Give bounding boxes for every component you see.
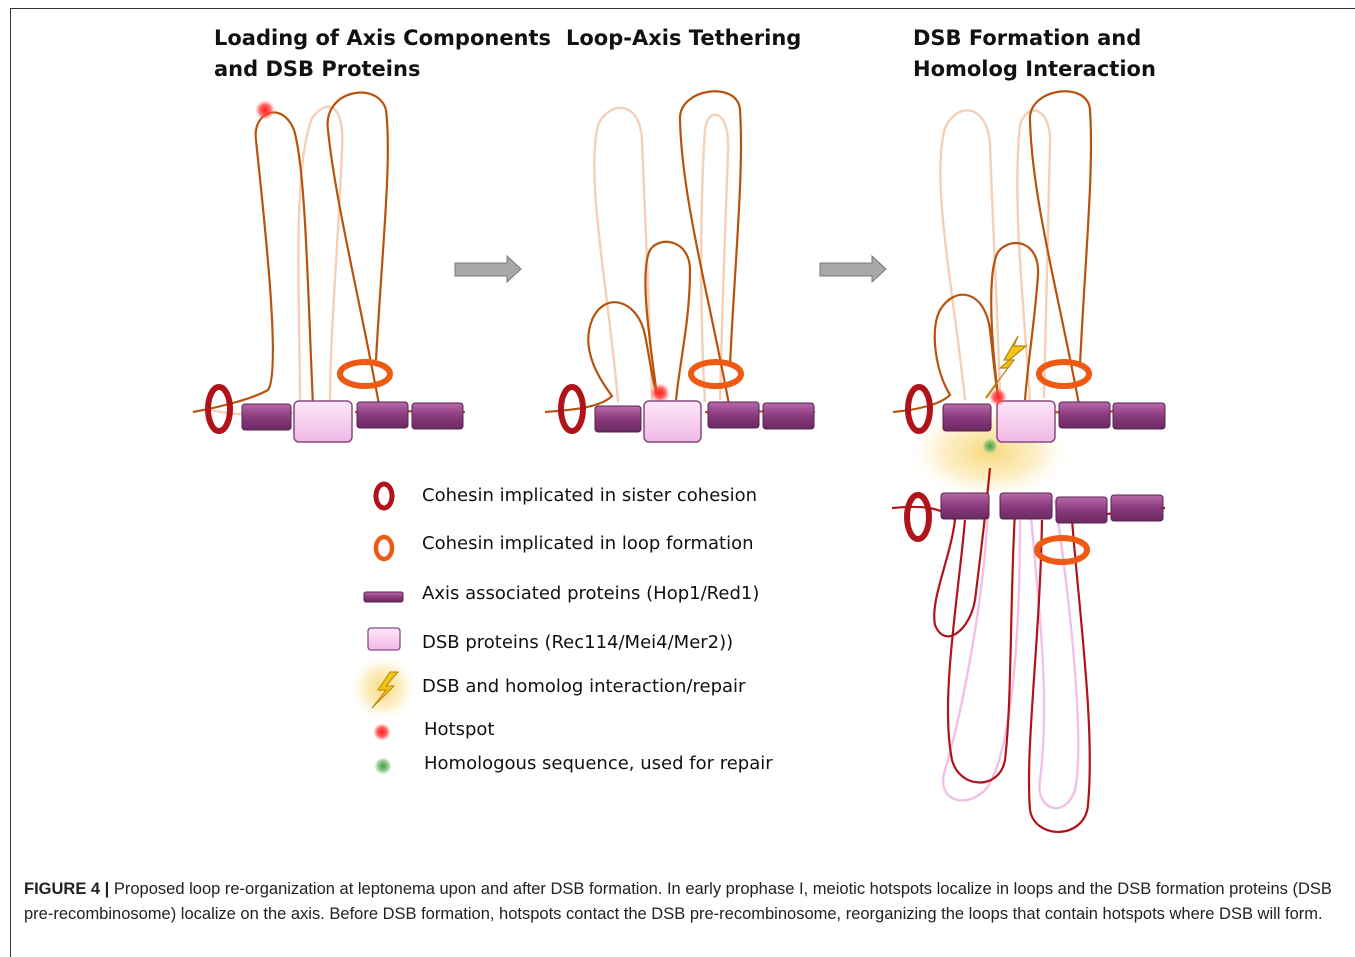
cohesin-sister-ring	[904, 492, 932, 542]
figure-caption: FIGURE 4 | Proposed loop re-organization…	[24, 877, 1344, 927]
faded-loop	[297, 105, 344, 409]
chromatin-loop	[678, 90, 743, 411]
arrow-right	[454, 254, 522, 284]
legend-dsb-protein-icon	[367, 627, 401, 651]
axis-protein	[1058, 401, 1111, 429]
legend-icons	[351, 481, 415, 775]
arrow-right	[819, 254, 887, 284]
legend-cohesin-sister-icon	[373, 481, 395, 511]
axis-protein	[1055, 496, 1108, 524]
hotspot-dot	[989, 388, 1007, 406]
homolog-loop	[1027, 519, 1091, 833]
legend-homologous-icon	[374, 757, 392, 775]
cohesin-loop-ring	[1036, 359, 1092, 389]
legend-label-hotspot: Hotspot	[424, 719, 495, 740]
cohesin-loop-ring	[1034, 535, 1090, 565]
chromatin-loop	[326, 91, 389, 411]
lightning-tail	[985, 383, 997, 399]
homolog-faded-loop	[941, 504, 1022, 802]
axis-protein	[1110, 494, 1164, 522]
cohesin-sister-ring	[558, 384, 586, 434]
homologous-dot	[982, 438, 998, 454]
caption-text: Proposed loop re-organization at leptone…	[24, 880, 1332, 923]
axis-protein	[942, 403, 992, 432]
panel-2-title-line1: Loop-Axis Tethering	[566, 26, 802, 50]
legend-label-cohesin-loop: Cohesin implicated in loop formation	[422, 533, 754, 554]
faded-loop	[1016, 109, 1052, 401]
panel-1-title-line2: and DSB Proteins	[214, 57, 421, 81]
panel-1-title-line1: Loading of Axis Components	[214, 26, 552, 50]
legend-hotspot-icon	[373, 723, 391, 741]
axis-protein	[594, 405, 642, 433]
chromatin-loop	[1028, 90, 1093, 411]
axis-protein	[999, 492, 1053, 520]
axis-protein	[940, 492, 990, 520]
axis-protein	[411, 402, 464, 430]
chromatin-loop	[544, 301, 659, 414]
caption-label: FIGURE 4 |	[24, 880, 110, 898]
axis-protein	[241, 403, 292, 431]
diagram	[192, 90, 1166, 833]
panel-1-title: Loading of Axis Components and DSB Prote…	[214, 23, 551, 85]
legend-axis-protein-icon	[363, 591, 404, 603]
axis-protein	[762, 402, 815, 430]
chromatin-loop	[990, 242, 1040, 401]
faded-loop	[700, 113, 730, 403]
chromatin-loop	[644, 240, 692, 401]
panel-2-title: Loop-Axis Tethering	[566, 23, 801, 54]
legend-label-cohesin-sister: Cohesin implicated in sister cohesion	[422, 485, 758, 506]
lightning-icon	[995, 335, 1028, 385]
homolog-loop	[946, 511, 1017, 784]
dsb-protein	[643, 400, 702, 443]
panel-3-title: DSB Formation and Homolog Interaction	[913, 23, 1156, 85]
cohesin-loop-ring	[688, 359, 744, 389]
chromatin-loop	[192, 111, 315, 414]
hotspot-dot	[255, 100, 275, 120]
dsb-protein	[293, 400, 353, 443]
legend-label-dsb-protein: DSB proteins (Rec114/Mei4/Mer2))	[422, 632, 734, 653]
panel-3-title-line1: DSB Formation and	[913, 26, 1142, 50]
legend-label-dsb-interaction: DSB and homolog interaction/repair	[422, 676, 746, 697]
panel-3-title-line2: Homolog Interaction	[913, 57, 1156, 81]
dsb-protein	[996, 400, 1056, 443]
figure-frame	[10, 8, 1355, 957]
cohesin-sister-ring	[205, 384, 233, 434]
hotspot-dot	[650, 383, 670, 403]
homolog-faded-loop	[1028, 499, 1080, 810]
panel-3-dsb-homolog	[891, 90, 1166, 833]
axis-protein	[1112, 402, 1166, 430]
axis-protein	[707, 401, 760, 429]
legend-cohesin-loop-icon	[373, 534, 395, 562]
axis-protein	[356, 401, 409, 429]
legend-lightning-icon	[371, 671, 400, 709]
panel-2-tethering	[544, 90, 816, 443]
faded-loop	[939, 109, 1002, 401]
panel-1-loading	[192, 91, 466, 443]
chromatin-loop	[892, 293, 1000, 414]
faded-loop	[593, 106, 654, 403]
legend-label-axis-protein: Axis associated proteins (Hop1/Red1)	[422, 583, 760, 604]
cohesin-loop-ring	[337, 359, 393, 389]
legend-label-homologous: Homologous sequence, used for repair	[424, 753, 773, 774]
cohesin-sister-ring	[905, 384, 933, 434]
